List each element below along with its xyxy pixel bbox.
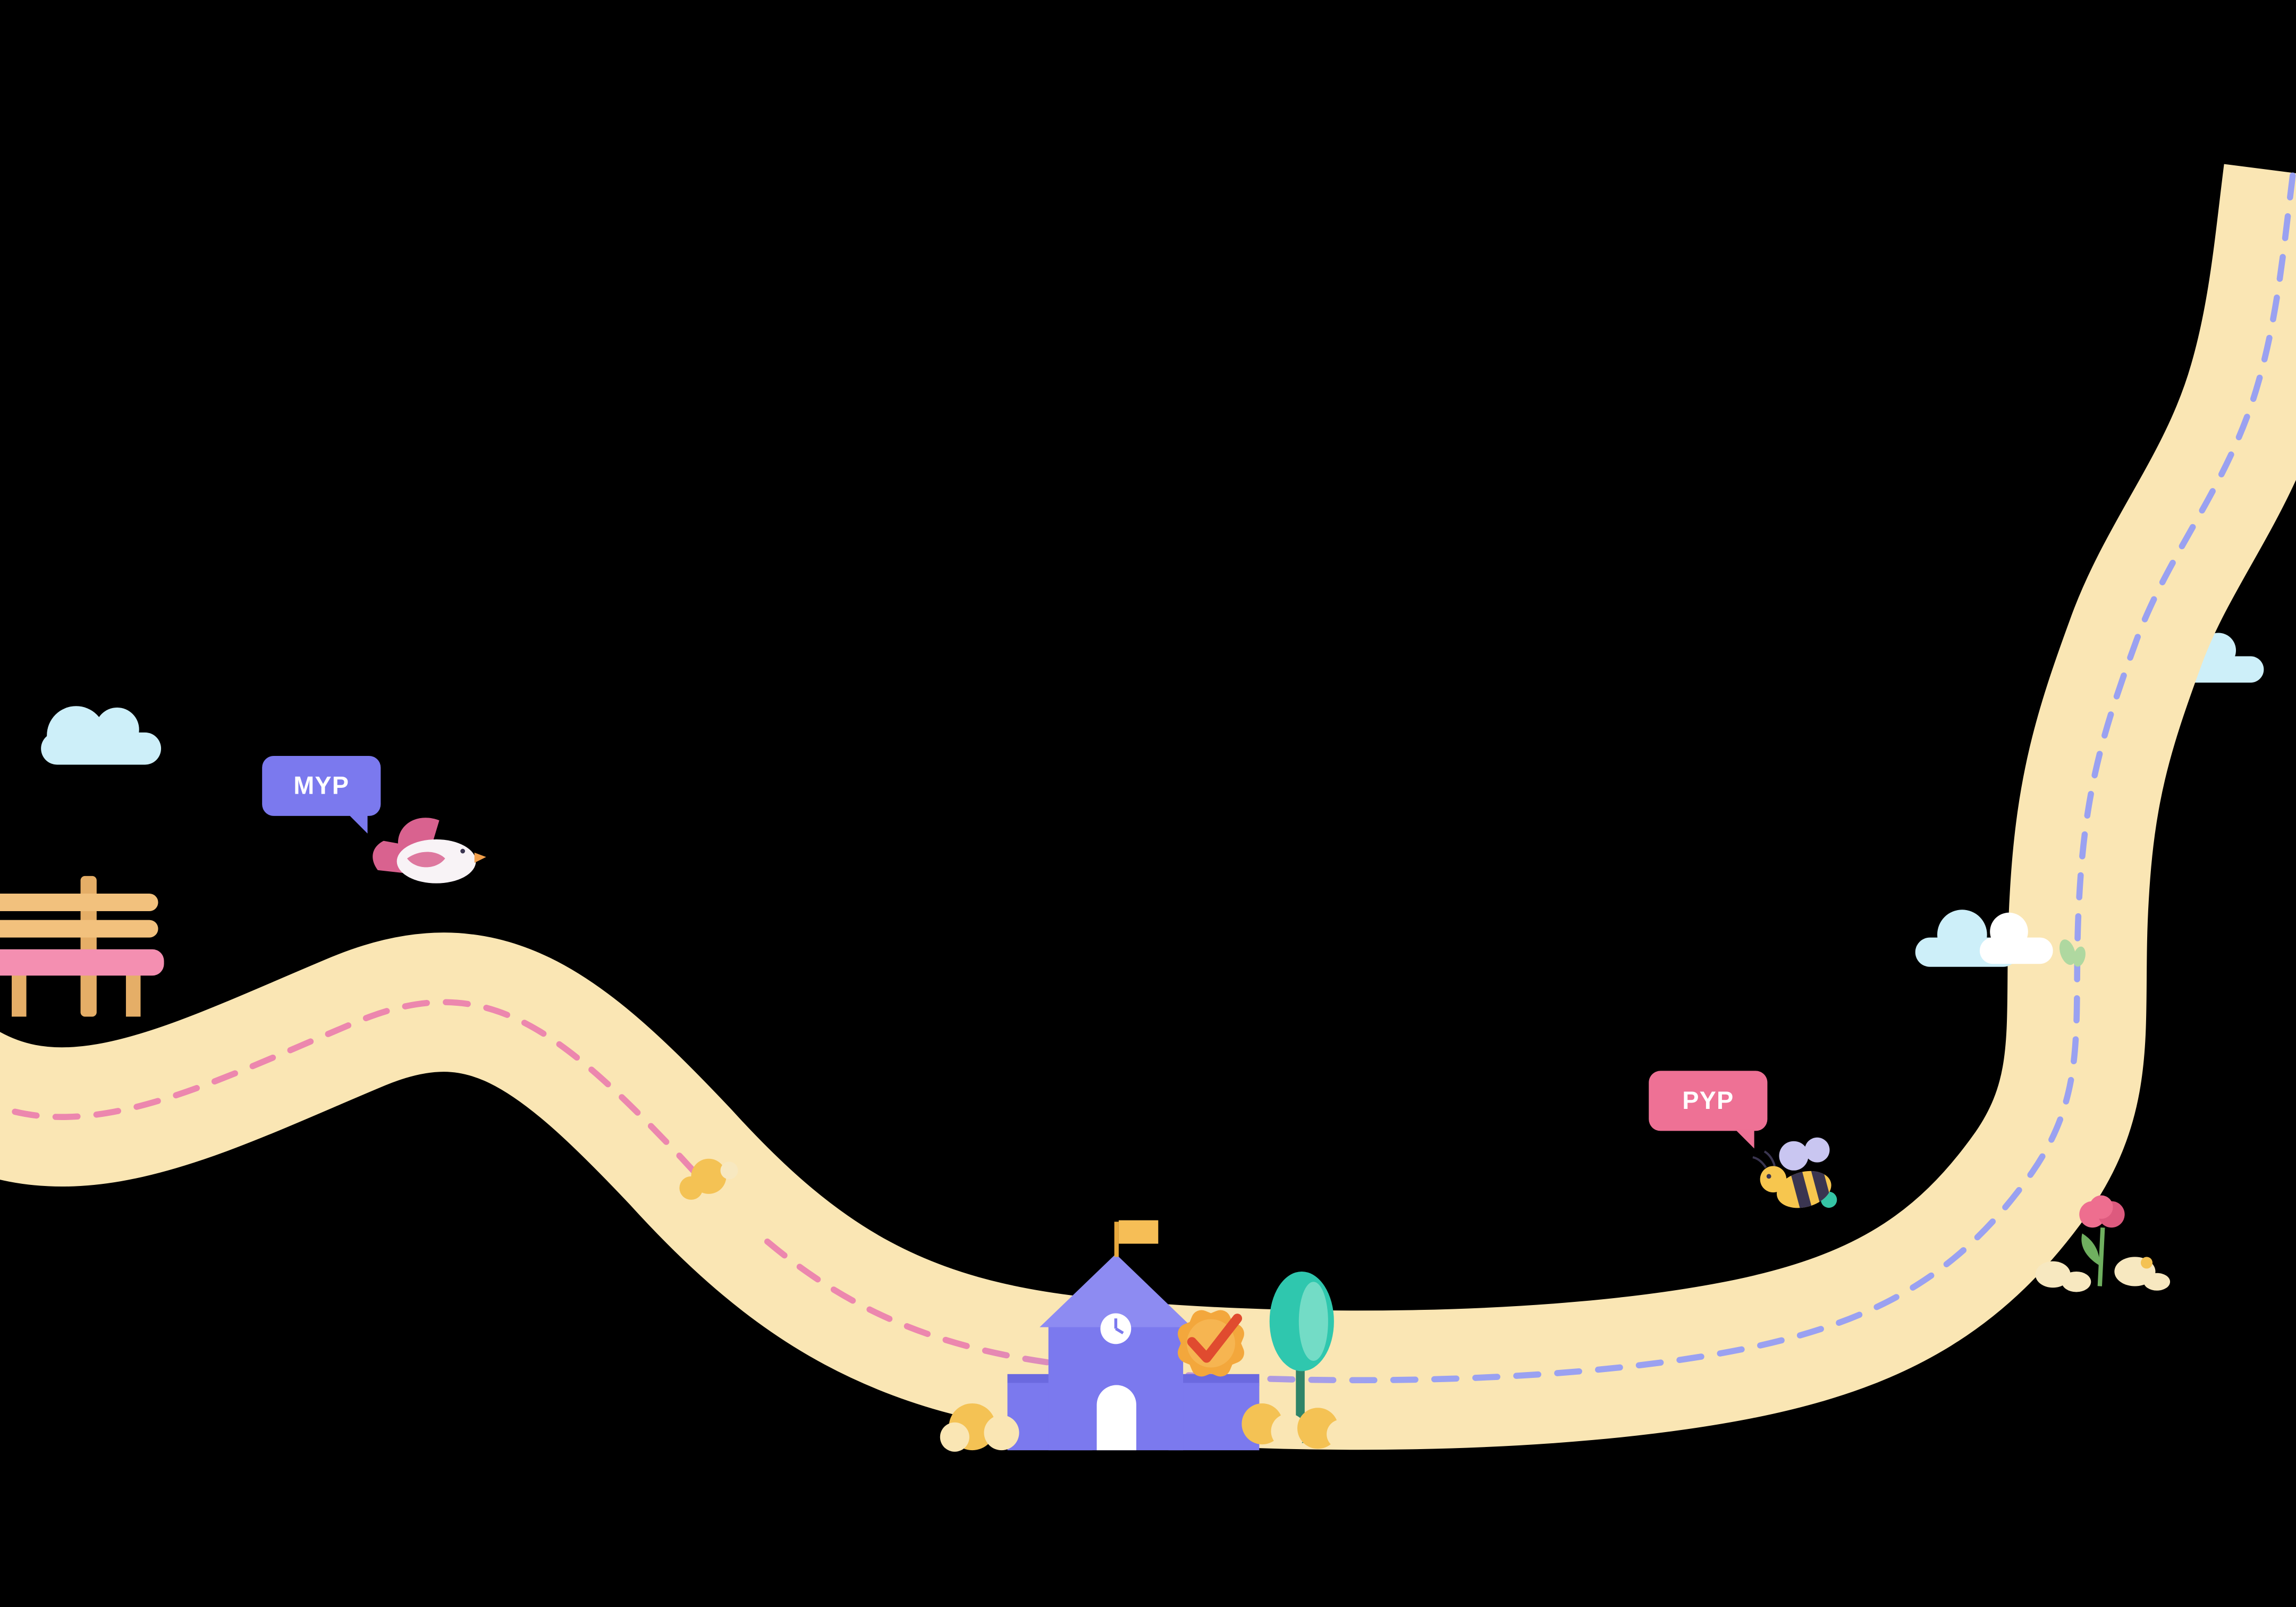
bee-wing — [1804, 1137, 1830, 1163]
milestone-bubble-pyp[interactable]: PYP — [1649, 1071, 1768, 1149]
flag-icon — [1118, 1220, 1159, 1244]
checkmark-icon — [1187, 1314, 1243, 1363]
bird-icon — [373, 818, 486, 884]
flag-pole — [1114, 1222, 1119, 1257]
road-path — [0, 164, 2296, 1450]
bee-head — [1760, 1166, 1787, 1193]
bench-slat — [0, 893, 158, 912]
cloud-icon — [1915, 910, 2053, 967]
grass-icon — [2035, 1257, 2171, 1292]
bush-icon — [940, 1403, 1356, 1452]
bee-eye — [1766, 1174, 1771, 1179]
bird-beak — [474, 852, 486, 863]
milestone-label-pyp: PYP — [1682, 1086, 1734, 1114]
bench-seat — [0, 949, 164, 976]
bush-icon — [679, 1176, 703, 1200]
bench-icon — [0, 876, 164, 1017]
bench-slat — [0, 920, 158, 938]
hill-bump — [679, 1158, 800, 1236]
school-roof — [1040, 1253, 1192, 1327]
school-icon[interactable] — [1007, 1220, 1260, 1451]
bee-wing — [1779, 1141, 1809, 1171]
door-icon — [1096, 1385, 1136, 1451]
road-dashed-centerline — [0, 170, 2296, 1384]
tulip-stem — [2097, 1227, 2105, 1286]
clock-hands — [1114, 1318, 1124, 1335]
badge-check-icon — [1177, 1310, 1244, 1377]
sprout-icon — [2059, 939, 2086, 967]
milestone-label-myp: MYP — [293, 771, 350, 800]
milestone-bubble-myp[interactable]: MYP — [262, 755, 381, 834]
cloud-icon — [41, 706, 162, 765]
bird-eye — [460, 848, 466, 854]
bee-icon — [1752, 1137, 1837, 1214]
tulip-icon — [2079, 1195, 2125, 1286]
tulip-leaf — [2081, 1233, 2100, 1266]
bench-post — [80, 876, 97, 1017]
